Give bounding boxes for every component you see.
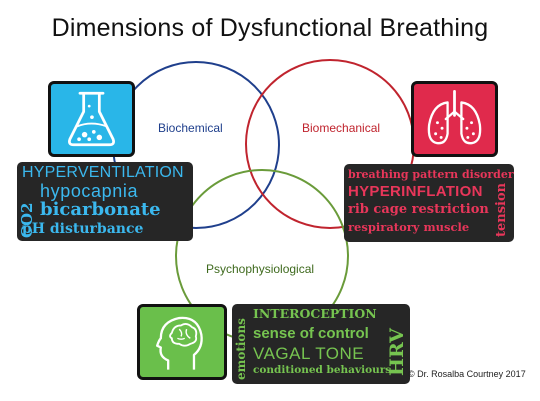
biomechanical-line-1: breathing pattern disorder bbox=[348, 168, 514, 181]
psycho-line-2: sense of control bbox=[253, 325, 369, 342]
flask-icon bbox=[48, 81, 135, 157]
psycho-side-right: HRV bbox=[386, 328, 408, 376]
psycho-side-left: emotions bbox=[234, 318, 248, 380]
head-brain-icon bbox=[137, 304, 227, 380]
psycho-line-3: VAGAL TONE bbox=[253, 344, 365, 363]
biochemical-line-2: hypocapnia bbox=[40, 181, 139, 201]
biomechanical-line-3: rib cage restriction bbox=[348, 202, 489, 217]
diagram-title: Dimensions of Dysfunctional Breathing bbox=[51, 14, 489, 42]
copyright-credit: © Dr. Rosalba Courtney 2017 bbox=[408, 369, 526, 379]
biomechanical-side-label: tension bbox=[494, 182, 509, 237]
psycho-line-1: INTEROCEPTION bbox=[253, 306, 377, 321]
biochemical-line-3: bicarbonate bbox=[40, 199, 161, 220]
psycho-line-4: conditioned behaviours bbox=[253, 364, 392, 376]
biomechanical-line-2: HYPERINFLATION bbox=[348, 183, 483, 200]
biochemical-box: CO2 HYPERVENTILATION hypocapnia bicarbon… bbox=[17, 162, 193, 241]
biomechanical-box: breathing pattern disorder HYPERINFLATIO… bbox=[344, 164, 514, 242]
label-biomechanical: Biomechanical bbox=[302, 121, 381, 135]
lungs-icon bbox=[411, 81, 498, 157]
biochemical-line-1: HYPERVENTILATION bbox=[22, 164, 184, 181]
biochemical-line-4: pH disturbance bbox=[22, 221, 144, 237]
biomechanical-line-4: respiratory muscle bbox=[348, 220, 470, 234]
psychophysiological-box: emotions INTEROCEPTION sense of control … bbox=[232, 304, 410, 384]
label-biochemical: Biochemical bbox=[158, 121, 223, 135]
label-psychophysiological: Psychophysiological bbox=[206, 262, 315, 276]
